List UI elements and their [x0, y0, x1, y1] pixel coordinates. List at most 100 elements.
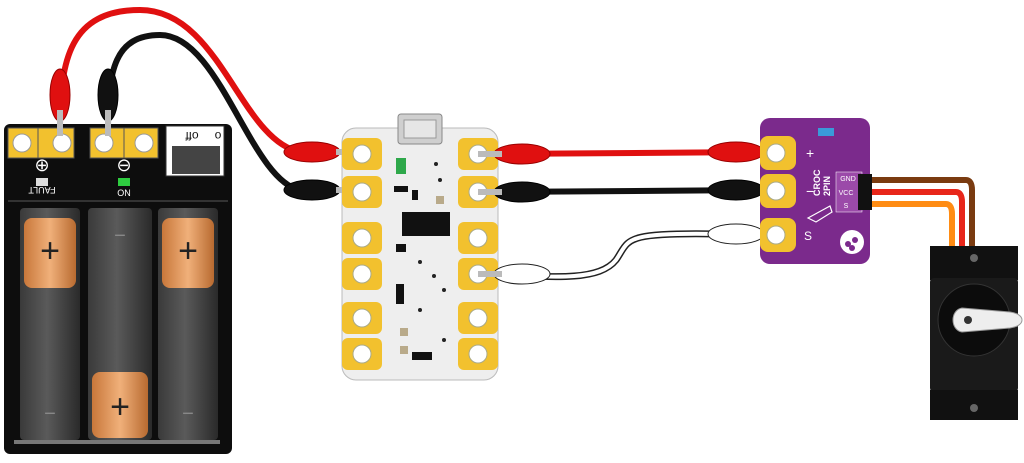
paw-logo-icon: [840, 230, 864, 254]
cell-copper-cap: [24, 218, 76, 288]
via: [438, 178, 442, 182]
header-s-label: S: [844, 203, 849, 210]
battery-cell-1: + −: [20, 208, 80, 440]
pin-signal-label: S: [804, 229, 812, 243]
white-crocodile-clip[interactable]: [707, 223, 765, 245]
pad-hole[interactable]: [468, 344, 488, 364]
croc-pad-hole[interactable]: [766, 143, 786, 163]
cell-plus-sign: +: [110, 388, 130, 426]
via: [418, 308, 422, 312]
cell-plus-sign: +: [40, 232, 60, 270]
switch-on-label: o: [214, 129, 221, 143]
fault-led: [36, 178, 48, 186]
pad-hole[interactable]: [352, 308, 372, 328]
capacitor: [436, 196, 444, 204]
via: [442, 288, 446, 292]
battery-pack: ⊕ ⊖ off o FAULT ON + − − + + −: [4, 124, 232, 454]
via: [434, 162, 438, 166]
pad-hole[interactable]: [468, 228, 488, 248]
cell-minus-sign: −: [44, 403, 56, 425]
horn-screw: [964, 316, 972, 324]
clip-jaw: [478, 271, 502, 277]
black-crocodile-clip[interactable]: [283, 179, 341, 201]
mount-hole: [970, 254, 978, 262]
component: [412, 352, 432, 360]
battery-cell-3: + −: [158, 208, 218, 440]
on-led: [118, 178, 130, 186]
battery-cell-2: − +: [88, 208, 152, 440]
servo-motor: [930, 246, 1023, 420]
pad-hole[interactable]: [468, 308, 488, 328]
croc-2pin-board: + − S CROC 2PIN GND VCC S: [760, 118, 872, 264]
black-wire: [105, 31, 342, 193]
signal-leads: [478, 141, 782, 285]
servo-brown-wire: [872, 177, 975, 250]
component: [396, 244, 406, 252]
minus-terminal-symbol: ⊖: [116, 155, 131, 175]
pad-hole[interactable]: [352, 344, 372, 364]
capacitor: [400, 346, 408, 354]
pin-plus-label: +: [806, 145, 814, 161]
black-crocodile-clip[interactable]: [707, 179, 765, 201]
black-crocodile-clip[interactable]: [493, 181, 551, 203]
terminal-hole: [94, 133, 114, 153]
croc-logo-icon: [806, 205, 833, 223]
terminal-hole: [52, 133, 72, 153]
servo-red-wire: [872, 189, 965, 250]
terminal-hole: [134, 133, 154, 153]
via: [418, 260, 422, 264]
plus-terminal-symbol: ⊕: [34, 155, 49, 175]
servo-horn[interactable]: [952, 307, 1023, 333]
component: [396, 284, 404, 304]
cell-copper-cap: [162, 218, 214, 288]
main-chip: [402, 212, 450, 236]
paw-toe: [849, 245, 855, 251]
cell-minus-sign: −: [182, 403, 194, 425]
fault-label: FAULT: [28, 185, 56, 195]
croc-label-line2: 2PIN: [822, 176, 832, 196]
capacitor: [400, 328, 408, 336]
red-crocodile-clip[interactable]: [707, 141, 765, 163]
cell-plus-sign: +: [178, 232, 198, 270]
red-crocodile-clip[interactable]: [493, 143, 551, 165]
servo-cable: [872, 177, 975, 250]
on-label: ON: [117, 188, 131, 198]
header-connector[interactable]: [858, 174, 872, 210]
clip-jaw: [105, 110, 111, 136]
white-wire: [497, 231, 760, 279]
component: [412, 190, 418, 200]
paw-toe: [845, 241, 851, 247]
croc-pad-hole[interactable]: [766, 225, 786, 245]
servo-mount-top: [930, 246, 1018, 280]
pad-hole[interactable]: [352, 182, 372, 202]
white-crocodile-clip[interactable]: [493, 263, 551, 285]
controller-board: [341, 113, 499, 381]
red-crocodile-clip[interactable]: [283, 141, 341, 163]
pin-minus-label: −: [806, 183, 814, 199]
servo-orange-wire: [872, 201, 955, 250]
cell-copper-cap: [92, 372, 148, 438]
cell-minus-sign: −: [114, 225, 126, 247]
croc-pad-hole[interactable]: [766, 181, 786, 201]
pad-hole[interactable]: [352, 144, 372, 164]
via: [442, 338, 446, 342]
power-switch-slider[interactable]: [172, 146, 220, 174]
croc-label-line1: CROC: [812, 169, 822, 196]
red-wire: [57, 6, 342, 155]
left-pads: [342, 138, 382, 370]
via: [432, 274, 436, 278]
mount-hole: [970, 404, 978, 412]
terminal-hole: [12, 133, 32, 153]
status-led: [396, 158, 406, 174]
paw-toe: [852, 237, 858, 243]
spring-contact: [14, 440, 220, 444]
small-component: [818, 128, 834, 136]
header-gnd-label: GND: [840, 176, 856, 183]
switch-off-label: off: [185, 129, 199, 143]
pad-hole[interactable]: [352, 264, 372, 284]
usb-port: [403, 119, 437, 139]
pad-hole[interactable]: [352, 228, 372, 248]
clip-jaw: [57, 110, 63, 136]
